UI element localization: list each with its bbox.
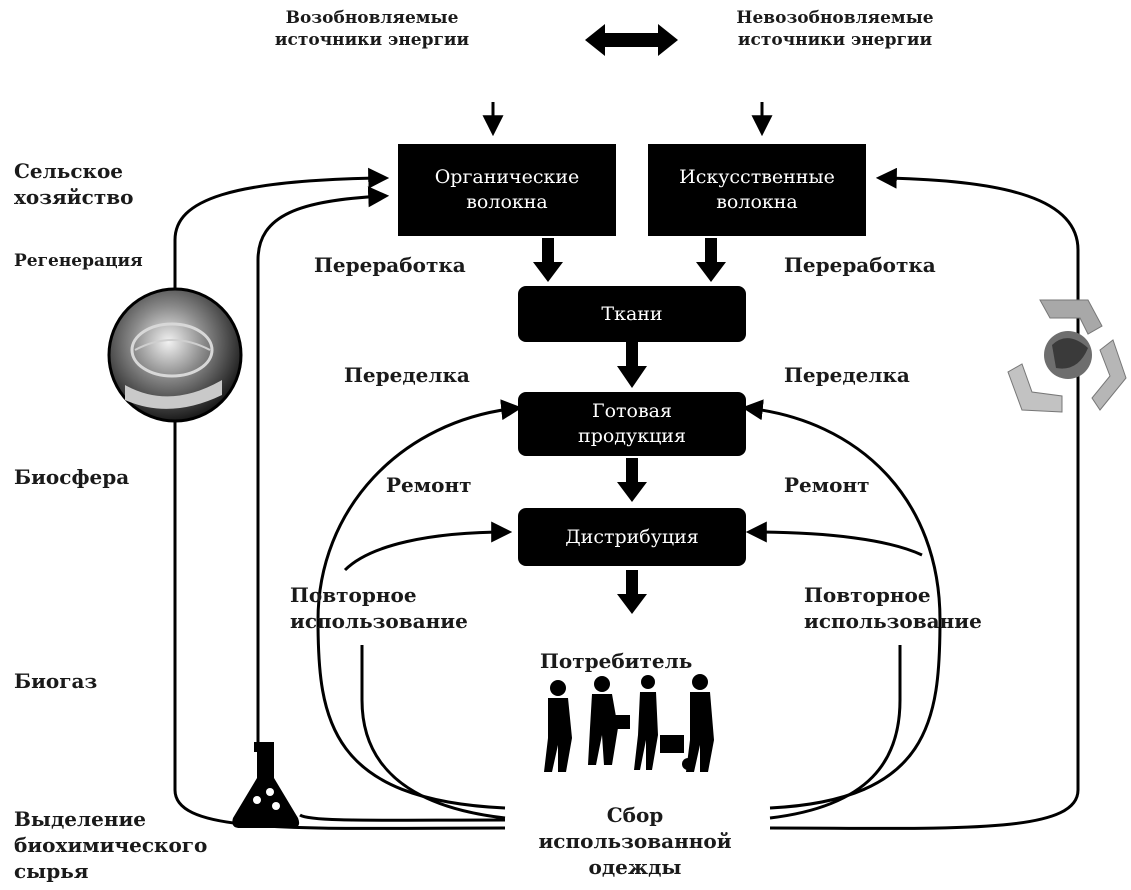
label-biochemical-extraction: Выделение биохимического сырья: [14, 807, 208, 883]
arc-reuse-right-top: [745, 521, 923, 557]
arc-reuse-right-bottom: [769, 645, 902, 820]
box-finished-products: Готовая продукция: [518, 392, 746, 456]
arc-repair-right: [741, 399, 942, 810]
label-reuse-left: Повторное использование: [290, 583, 468, 633]
loop-outer-right: [769, 167, 1080, 830]
flow-arrows: [533, 238, 726, 614]
flask-icon: [232, 742, 300, 828]
box-fabrics: Ткани: [518, 286, 746, 342]
box-organic-fibers: Органические волокна: [398, 144, 616, 236]
label-reuse-right: Повторное использование: [804, 583, 982, 633]
label-biosphere: Биосфера: [14, 465, 130, 489]
loop-outer-left: [173, 167, 506, 830]
globe-in-hands-icon: [107, 287, 243, 423]
loop-flask-to-organic: [256, 186, 390, 752]
arc-repair-left: [316, 399, 523, 810]
label-biogas: Биогаз: [14, 669, 98, 693]
label-renewable-energy: Возобновляемые источники энергии: [274, 8, 470, 50]
label-nonrenewable-energy: Невозобновляемые источники энергии: [736, 8, 934, 50]
label-remake-right: Переделка: [784, 363, 910, 387]
recycle-globe-icon: [1007, 299, 1127, 413]
label-processing-right: Переработка: [784, 253, 936, 277]
label-remake-left: Переделка: [344, 363, 470, 387]
label-repair-right: Ремонт: [784, 473, 870, 497]
label-consumer: Потребитель: [540, 649, 693, 673]
box-synthetic-fibers: Искусственные волокна: [648, 144, 866, 236]
arc-reuse-left-bottom: [360, 645, 506, 820]
double-arrow-icon: [585, 24, 678, 56]
label-regeneration: Регенерация: [14, 251, 143, 271]
label-used-clothing-collection: Сбор использованной одежды: [538, 803, 732, 879]
label-processing-left: Переработка: [314, 253, 466, 277]
label-agriculture: Сельское хозяйство: [14, 159, 134, 209]
consumers-silhouette-icon: [544, 674, 714, 772]
label-repair-left: Ремонт: [386, 473, 472, 497]
line-collection-to-flask: [299, 813, 506, 822]
box-distribution: Дистрибуция: [518, 508, 746, 566]
arc-reuse-left-top: [343, 521, 513, 572]
